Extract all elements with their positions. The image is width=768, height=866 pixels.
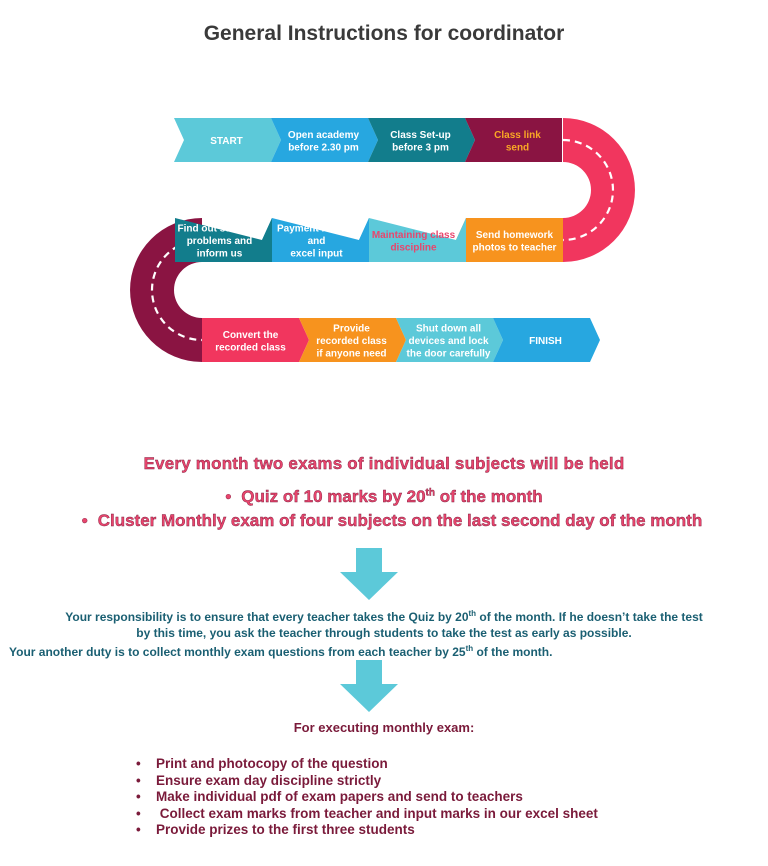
page-title: General Instructions for coordinator [203,22,565,45]
flow-step-shape [359,218,466,262]
flow-step-label: Class Set-up [390,130,451,141]
curve-right-dashes [562,138,615,242]
exam-task-list: •Print and photocopy of the question •En… [136,756,598,839]
flow-step-label: Class link [494,130,541,141]
exam-item-quiz: •Quiz of 10 marks by 20th of the month [225,487,543,506]
list-item: •Provide prizes to the first three stude… [136,822,415,837]
flow-step-label: recorded class [316,336,387,347]
flow-step-label: Find out students [178,224,262,235]
flow-step-shape [174,118,281,162]
flow-step: FINISH [493,318,600,362]
flow-step: START [174,118,281,162]
flow-step-shape [493,318,600,362]
flow-step-label: photos to teacher [473,242,557,253]
flow-step-label: the door carefully [407,349,491,360]
flow-step-label: Payment receive [277,224,356,235]
responsibility-line-1: Your responsibility is to ensure that ev… [65,609,703,624]
flow-step-shape [396,318,503,362]
list-item: •Make individual pdf of exam papers and … [136,789,523,804]
flow-step-label: discipline [390,242,437,253]
exam-item-cluster: •Cluster Monthly exam of four subjects o… [81,511,703,530]
curve-left-dashes [150,238,203,342]
flow-step-shape [299,318,406,362]
flow-step-label: if anyone need [316,349,386,360]
list-item: •Ensure exam day discipline strictly [136,772,382,788]
flow-step-shape [175,218,272,262]
flow-step-label: Maintaining class [372,230,456,241]
down-arrow-icon [340,660,398,712]
flow-step-label: Send homework [476,230,554,241]
flow-step-label: START [210,136,243,147]
flow-step-label: Shut down all [416,324,481,335]
exam-heading: Every month two exams of individual subj… [143,454,625,473]
flow-step-shape [262,218,369,262]
flow-step-shape [271,118,378,162]
flow-step-label: FINISH [529,336,562,347]
flow-step-label: recorded class [215,342,286,353]
flow-step-shape [456,218,563,262]
down-arrow-icon [340,548,398,600]
executing-label: For executing monthly exam: [293,720,475,735]
flow-step-shape [368,118,475,162]
flow-step-label: Open academy [288,130,360,141]
flow-step-label: send [506,142,529,153]
flow-step-label: devices and lock [408,336,488,347]
bullet: • [81,511,88,530]
responsibility-text: Your responsibility is to ensure that ev… [0,606,768,660]
flow-step-label: before 3 pm [392,142,449,153]
flow-step-label: Provide [333,324,370,335]
list-item: • Collect exam marks from teacher and in… [136,805,598,821]
flow-step-label: excel input [290,249,343,260]
list-item: •Print and photocopy of the question [136,756,388,771]
responsibility-line-2: by this time, you ask the teacher throug… [136,626,632,640]
curve-right [563,118,635,262]
flow-step-shape [202,318,309,362]
flow-step-label: before 2.30 pm [288,142,359,153]
responsibility-line-3: Your another duty is to collect monthly … [9,644,553,659]
flow-step-label: Convert the [223,330,279,341]
flow-step-shape [465,118,562,162]
flow-step-label: inform us [197,249,243,260]
bullet: • [225,487,232,506]
flow-step-label: and [308,236,326,247]
flow-step-label: problems and [187,236,253,247]
